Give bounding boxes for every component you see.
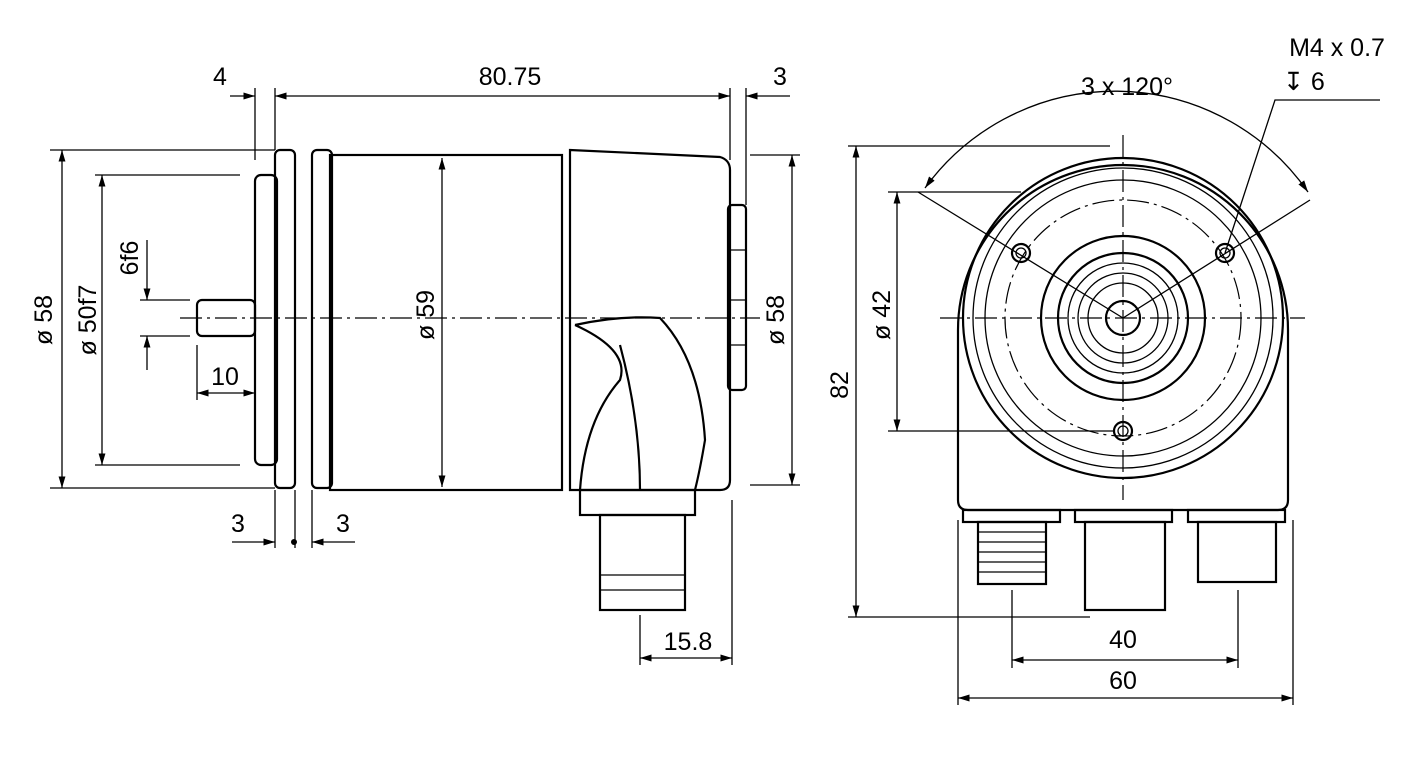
connector-cover	[574, 316, 707, 491]
shaft-end	[1104, 299, 1142, 337]
bolt-circle-dia: ø 42	[868, 290, 896, 340]
rear-cap	[726, 203, 748, 392]
width: 60	[1109, 667, 1137, 695]
dim-rear: 3	[773, 63, 787, 91]
thread-spec: M4 x 0.7	[1289, 34, 1385, 62]
dia-shaft: 6f6	[116, 241, 144, 276]
shaft-length: 10	[211, 363, 239, 391]
hole-angle: 3 x 120°	[1081, 73, 1173, 101]
side-view: 4 80.75 3 ø 58 ø 50f7 6f6 10 ø 59 ø 58 3…	[30, 63, 800, 665]
connector-plug	[1083, 520, 1167, 612]
ring-left: 3	[231, 510, 245, 538]
flange-ring-2	[310, 148, 334, 490]
thread-depth: ↧ 6	[1283, 68, 1325, 96]
connector-plug	[598, 513, 687, 612]
angle-arc	[924, 90, 1309, 193]
height: 82	[826, 371, 854, 399]
connectors	[961, 508, 1287, 612]
connector-cap	[1196, 520, 1278, 584]
connector-offset: 15.8	[664, 628, 713, 656]
connector-pitch: 40	[1109, 626, 1137, 654]
dim-length: 80.75	[479, 63, 542, 91]
connector-nut	[578, 488, 697, 517]
dia-outer-left: ø 58	[30, 295, 58, 345]
spigot	[253, 173, 279, 467]
dim-flange: 4	[213, 63, 227, 91]
connector-thread	[976, 520, 1048, 586]
dia-outer-right: ø 58	[762, 295, 790, 345]
connector-housing	[568, 148, 732, 492]
front-view: 3 x 120° M4 x 0.7 ↧ 6 82 ø 42 40 60	[826, 34, 1385, 705]
flange-ring-1	[273, 148, 297, 490]
dia-body: ø 59	[412, 290, 440, 340]
thread-leader	[1224, 99, 1380, 254]
dia-spigot: ø 50f7	[74, 285, 102, 356]
ring-right: 3	[336, 510, 350, 538]
housing-body	[328, 153, 564, 492]
